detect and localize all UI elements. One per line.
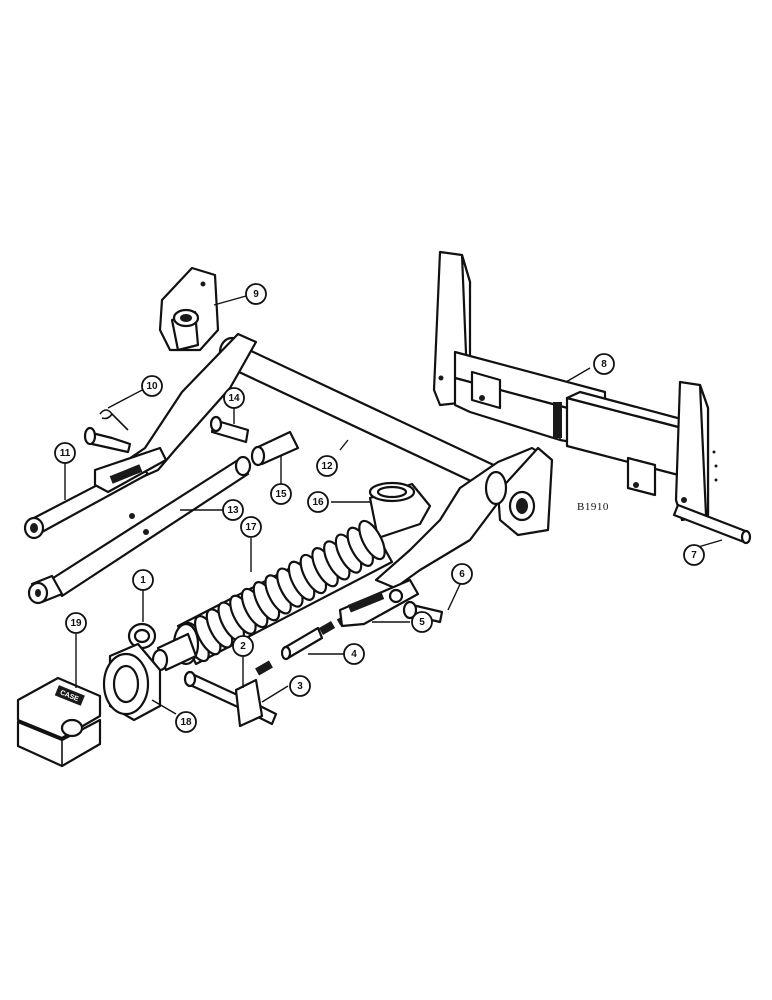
clevis-pin-left xyxy=(83,426,132,454)
collar-ring xyxy=(368,481,432,540)
callout-number: 16 xyxy=(312,497,324,508)
callout-number: 9 xyxy=(253,289,259,300)
callout-4: 4 xyxy=(343,643,365,665)
compression-spring xyxy=(151,519,394,672)
callout-number: 3 xyxy=(297,681,303,692)
callout-number: 6 xyxy=(459,569,465,580)
washer xyxy=(127,622,157,650)
callout-circle xyxy=(411,611,433,633)
callout-circle xyxy=(245,283,267,305)
thrust-ring xyxy=(102,642,162,722)
callout-circle xyxy=(141,375,163,397)
callout-number: 2 xyxy=(240,641,246,652)
callout-19: 19 xyxy=(65,612,87,634)
callout-circle xyxy=(289,675,311,697)
callout-circle xyxy=(683,544,705,566)
callout-11: 11 xyxy=(54,442,76,464)
callout-number: 7 xyxy=(691,550,697,561)
rockshaft xyxy=(102,332,554,590)
callout-circle xyxy=(222,499,244,521)
callout-number: 1 xyxy=(140,575,146,586)
callout-number: 15 xyxy=(275,489,287,500)
spring-rod xyxy=(27,455,252,605)
callout-circle xyxy=(343,643,365,665)
callout-number: 13 xyxy=(227,505,239,516)
callout-circle xyxy=(223,387,245,409)
spring-coil xyxy=(358,519,386,561)
callout-7: 7 xyxy=(683,544,705,566)
callout-number: 10 xyxy=(146,381,158,392)
callout-number: 14 xyxy=(228,393,240,404)
callout-circle xyxy=(451,563,473,585)
callout-2: 2 xyxy=(232,635,254,657)
callout-circle xyxy=(54,442,76,464)
clevis-lever xyxy=(23,446,168,540)
callout-number: 17 xyxy=(245,522,257,533)
callout-circle xyxy=(316,455,338,477)
callout-5: 5 xyxy=(411,611,433,633)
callout-circle xyxy=(175,711,197,733)
callout-10: 10 xyxy=(141,375,163,397)
callout-number: 8 xyxy=(601,359,607,370)
callout-circle xyxy=(240,516,262,538)
bushing-bracket xyxy=(158,266,220,352)
callout-circle xyxy=(132,569,154,591)
callout-number: 19 xyxy=(70,618,82,629)
bushing-sleeve xyxy=(250,430,300,467)
callout-6: 6 xyxy=(451,563,473,585)
frame-pin xyxy=(672,503,752,545)
latch-bracket xyxy=(338,578,420,628)
callout-17: 17 xyxy=(240,516,262,538)
adjusting-bolt xyxy=(183,670,278,728)
callout-3: 3 xyxy=(289,675,311,697)
callout-number: 4 xyxy=(351,649,357,660)
pivot-pin xyxy=(209,415,250,444)
callout-18: 18 xyxy=(175,711,197,733)
callout-14: 14 xyxy=(223,387,245,409)
callout-16: 16 xyxy=(307,491,329,513)
callout-circle xyxy=(307,491,329,513)
callout-15: 15 xyxy=(270,483,292,505)
cotter-clip xyxy=(99,409,129,431)
callout-9: 9 xyxy=(245,283,267,305)
callout-number: 18 xyxy=(180,717,192,728)
frame-assembly xyxy=(432,250,718,522)
figure-reference: B1910 xyxy=(577,501,609,513)
callout-circle xyxy=(65,612,87,634)
callout-circle xyxy=(593,353,615,375)
callout-number: 12 xyxy=(321,461,333,472)
set-screw xyxy=(255,660,273,676)
callout-number: 11 xyxy=(60,448,71,459)
callout-number: 5 xyxy=(419,617,425,628)
callout-12: 12 xyxy=(316,455,338,477)
split-clamp: CASE xyxy=(16,676,102,768)
callout-8: 8 xyxy=(593,353,615,375)
callout-circle xyxy=(232,635,254,657)
callout-circle xyxy=(270,483,292,505)
callout-1: 1 xyxy=(132,569,154,591)
callout-13: 13 xyxy=(222,499,244,521)
